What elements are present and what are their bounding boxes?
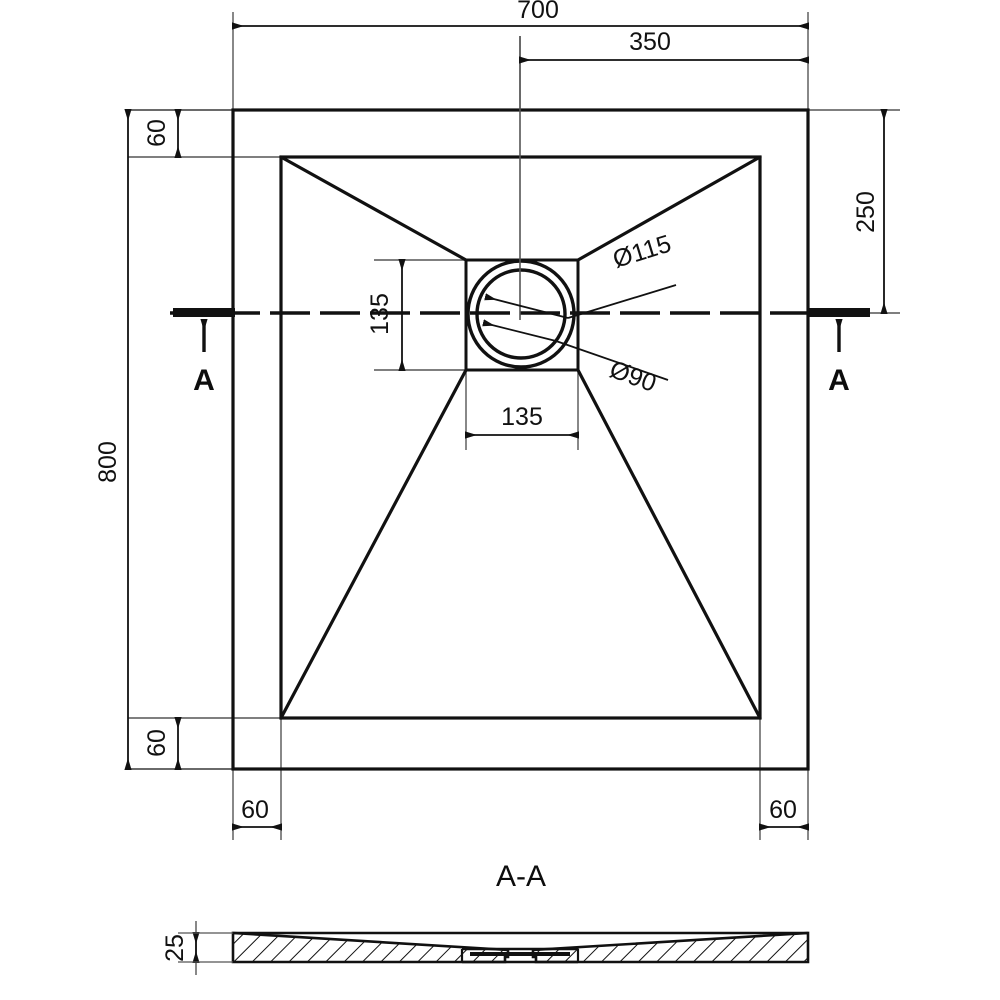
dimension-250-label: 250 [852,191,880,233]
dimension-60-top-label: 60 [143,119,171,147]
section-bar-left [173,308,235,317]
dimension-border-bottom: 60 [143,717,182,770]
dimension-800-label: 800 [94,441,122,483]
dimension-drain-height: 135 [366,259,406,371]
section-marker-left: A [173,308,235,397]
section-view-a-a: A-A 25 [161,860,810,975]
section-drain-detail [460,947,580,964]
dimension-60-bottom-label: 60 [143,729,171,757]
leader-diameter-90: Ø90 [482,319,669,398]
dimension-overall-width: 700 [232,0,809,30]
section-body-left [231,931,510,964]
dimension-center-from-top: 250 [852,109,888,314]
dimension-overall-depth: 800 [94,109,132,770]
diameter-90-label: Ø90 [606,355,660,397]
dimension-drain-width: 135 [465,403,579,439]
dimension-350-label: 350 [629,28,671,56]
dimension-700-label: 700 [517,0,559,24]
dimension-135-horizontal-label: 135 [501,403,543,431]
dimension-60-left-label: 60 [241,796,269,824]
leader-diameter-115: Ø115 [484,230,677,319]
section-marker-right: A [808,308,870,397]
slope-fold-lines [279,155,762,720]
dimension-135-vertical-label: 135 [366,293,394,335]
section-view-title: A-A [496,860,546,893]
dimension-border-top: 60 [143,109,182,158]
dimension-25-label: 25 [161,934,189,962]
section-body-right [531,931,810,964]
dimension-section-thickness: 25 [161,921,233,975]
dimension-center-offset: 350 [519,28,809,64]
section-bar-right [808,308,870,317]
section-label-right: A [828,364,850,397]
dimension-60-right-label: 60 [769,796,797,824]
plan-view: A A 700 350 250 [94,0,900,840]
dimension-border-left: 60 [232,796,282,831]
section-label-left: A [193,364,215,397]
dimension-border-right: 60 [759,796,809,831]
